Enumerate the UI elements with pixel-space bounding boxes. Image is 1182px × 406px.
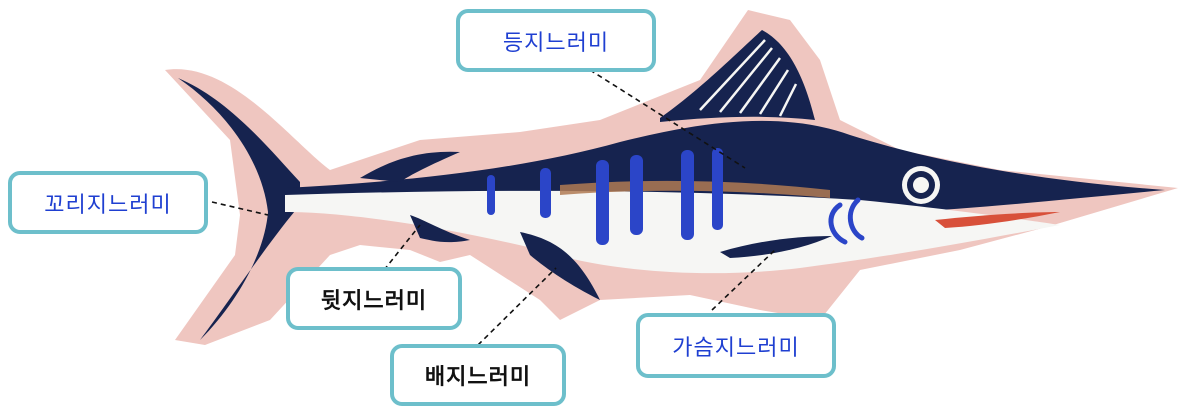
caudal-fin-label: 꼬리지느러미	[8, 171, 208, 234]
dorsal-fin-label: 등지느러미	[456, 9, 656, 72]
eye-inner	[913, 177, 929, 193]
pectoral-fin-label: 가슴지느러미	[636, 313, 836, 378]
anal-fin-label: 뒷지느러미	[286, 267, 462, 330]
pelvic-fin-label: 배지느러미	[390, 344, 566, 406]
